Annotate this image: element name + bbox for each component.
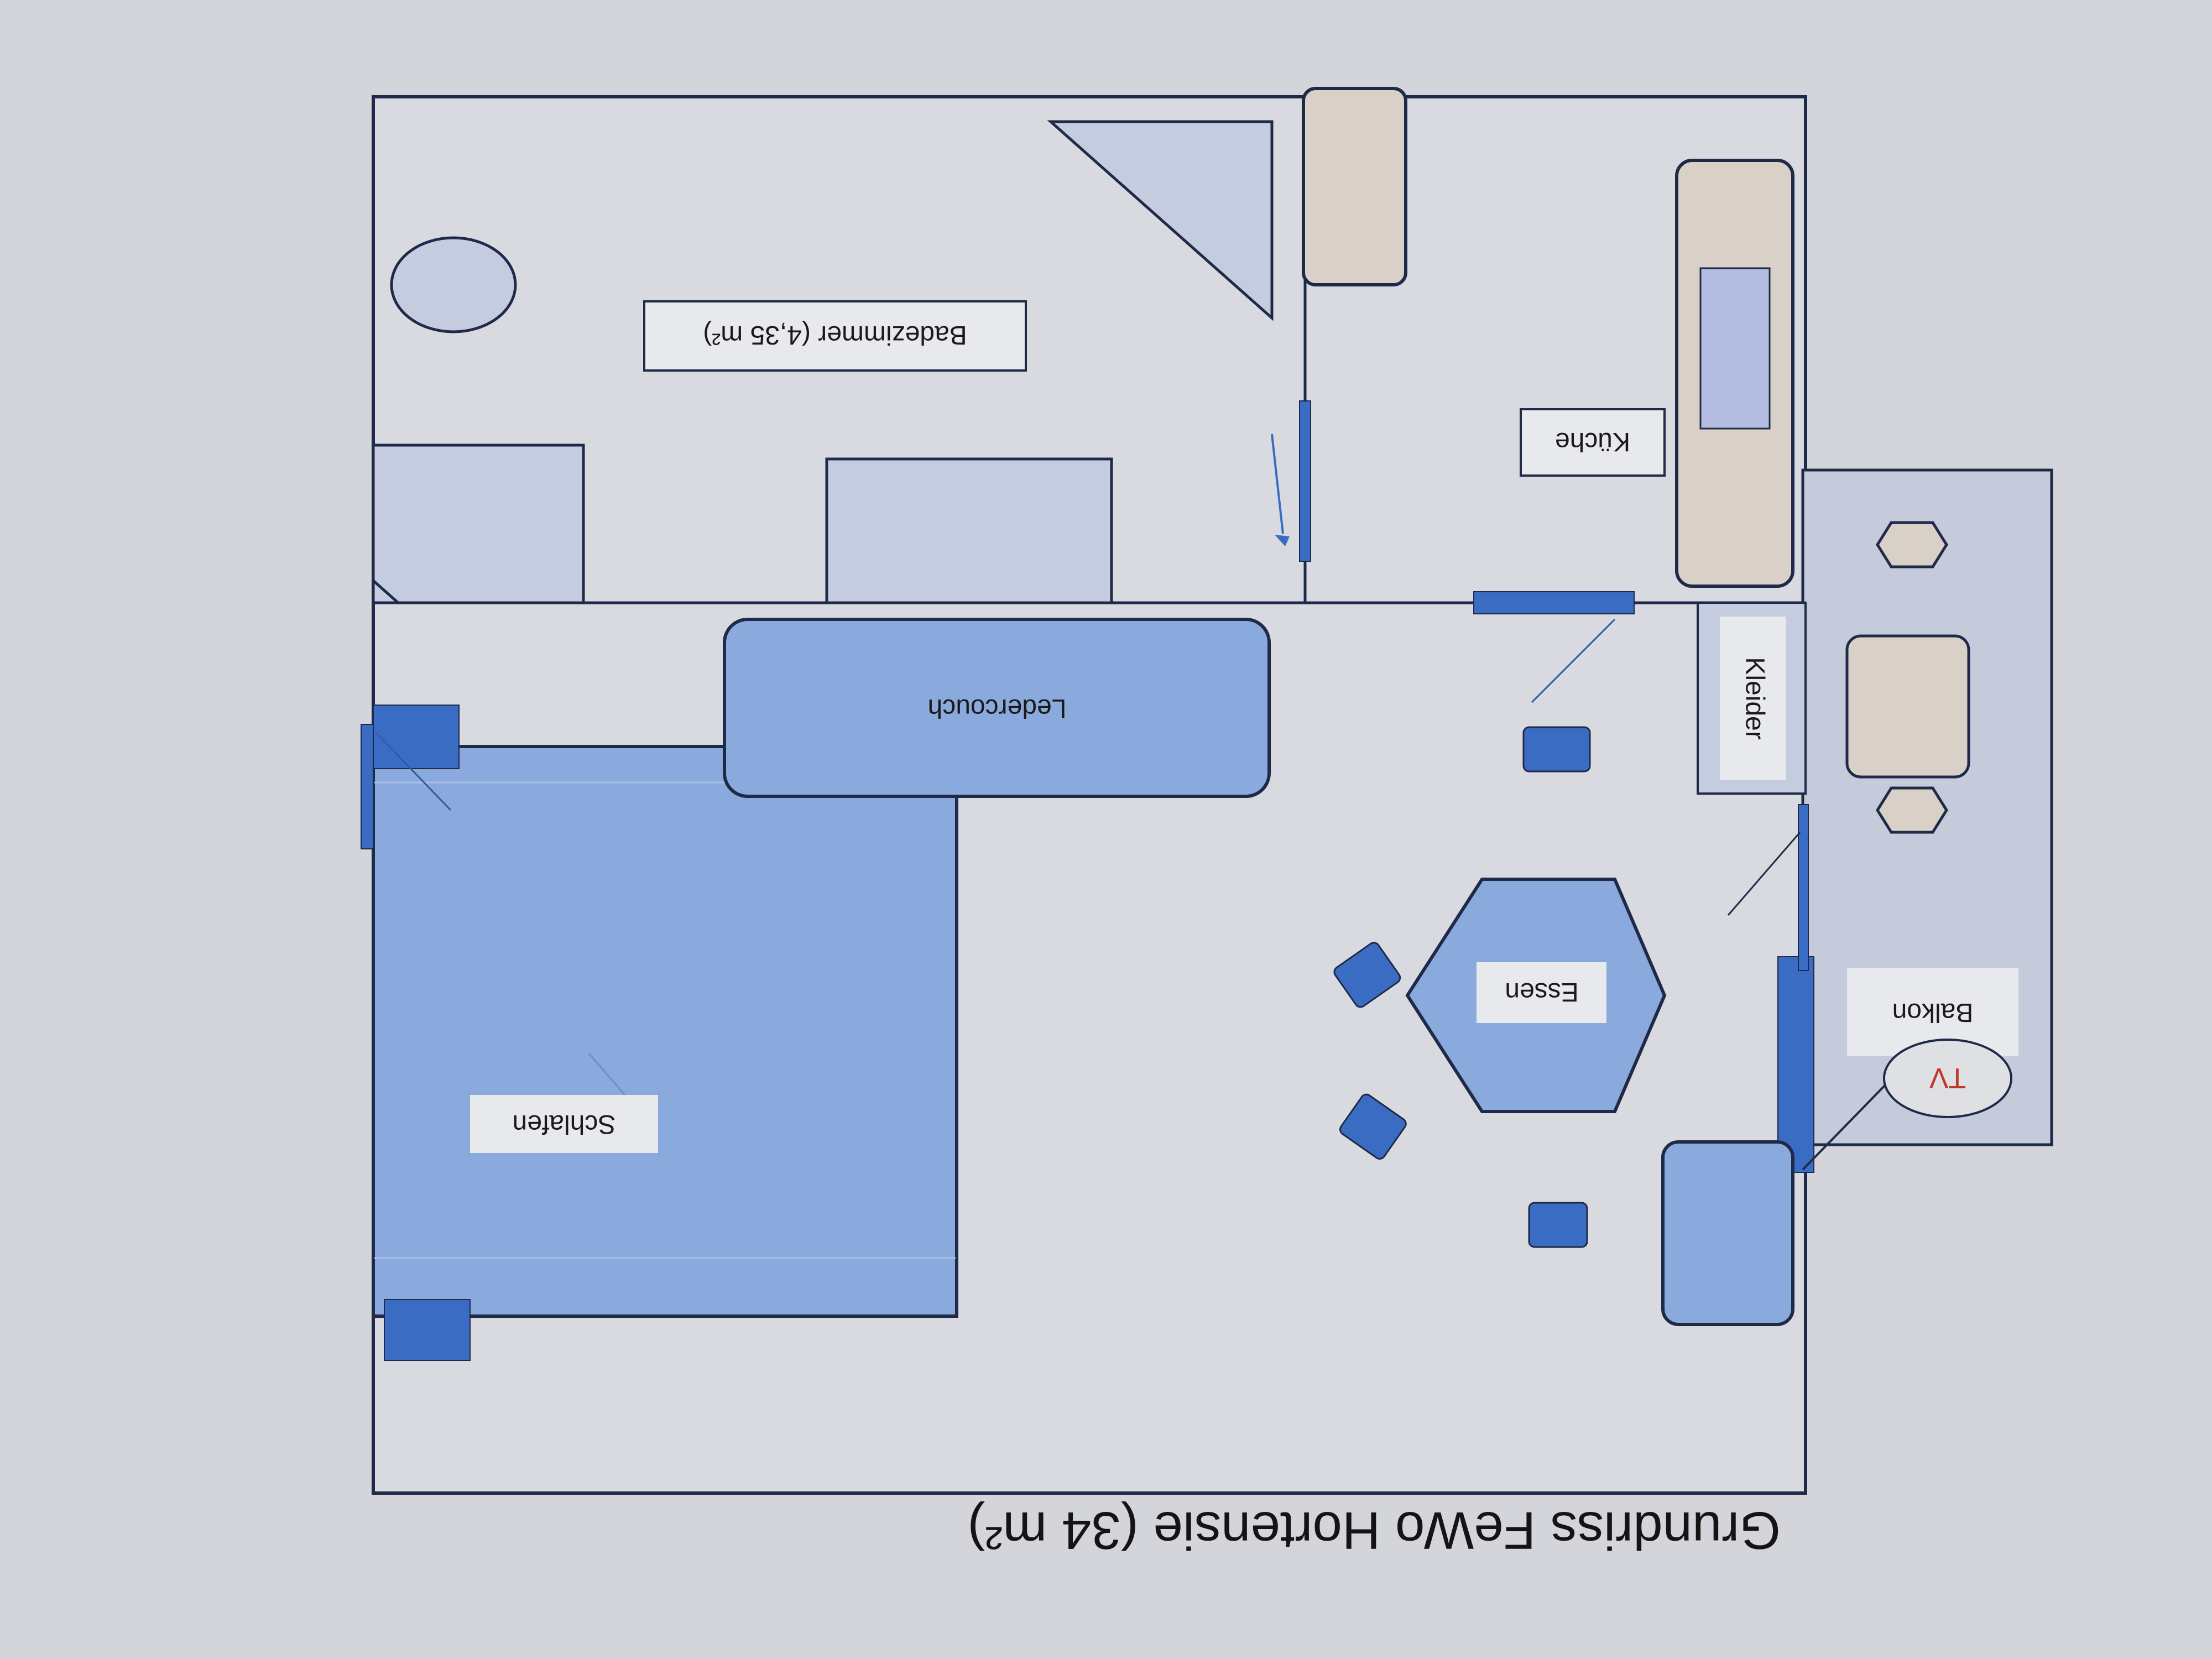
bath-cabinet [372, 444, 585, 604]
bath-cabinet-corner [372, 580, 399, 604]
kitchen-door-swing [1531, 618, 1616, 703]
kitchen-door [1473, 591, 1635, 614]
armchair [1661, 1140, 1794, 1326]
tv-label: TV [1929, 1062, 1966, 1094]
kueche-label-box [1520, 408, 1666, 477]
bed [372, 745, 958, 1318]
entrance-door-swing [375, 732, 452, 811]
dining-chair-2 [1522, 726, 1591, 773]
tv-bubble [1883, 1039, 2012, 1118]
kueche-label: Küche [1555, 427, 1630, 456]
kitchen-cabinet [1302, 87, 1407, 286]
dining-chair-3 [1339, 1093, 1407, 1160]
balcony-door-left [1777, 956, 1814, 1173]
essen-label-box [1477, 962, 1606, 1023]
leather-couch [723, 618, 1271, 798]
dining-chair-1 [1528, 1202, 1588, 1248]
balkon-label: Balkon [1892, 998, 1974, 1027]
badezimmer-label: Badezimmer (4,35 m²) [703, 320, 967, 349]
shower-tray [1047, 120, 1274, 321]
schlafen-label-box [470, 1095, 658, 1153]
bathroom-door-arrow [1271, 434, 1284, 534]
toilet [390, 236, 517, 333]
balcony-table [1845, 634, 1970, 779]
ledercouch-label: Ledercouch [928, 693, 1067, 723]
schlafen-label: Schlafen [513, 1109, 616, 1139]
kitchen-sink [1699, 267, 1771, 430]
essen-label: Essen [1505, 977, 1578, 1006]
balcony-door-swing [1727, 832, 1801, 916]
nightstand-right [373, 705, 460, 769]
bed-crease [588, 1053, 626, 1095]
badezimmer-label-box [643, 300, 1027, 372]
left-wall-door [366, 843, 373, 846]
kleider-label-box [1720, 617, 1786, 780]
dining-chair-4 [1333, 942, 1401, 1008]
balcony-stool-2 [1876, 786, 1948, 834]
bathroom-door [1299, 400, 1311, 562]
balcony-stool-1 [1876, 521, 1948, 568]
entrance-door [361, 724, 374, 849]
kleider-label: Kleider [1740, 657, 1769, 739]
washbasin [825, 457, 1113, 604]
rotated-plan: Grundriss FeWo Hortensie (34 m²) Küche [361, 87, 2053, 1560]
nightstand-left [384, 1299, 471, 1361]
balcony-door-right [1798, 804, 1809, 971]
plan-title: Grundriss FeWo Hortensie (34 m²) [967, 1501, 1781, 1560]
bathroom-door-arrowhead [1275, 535, 1290, 546]
